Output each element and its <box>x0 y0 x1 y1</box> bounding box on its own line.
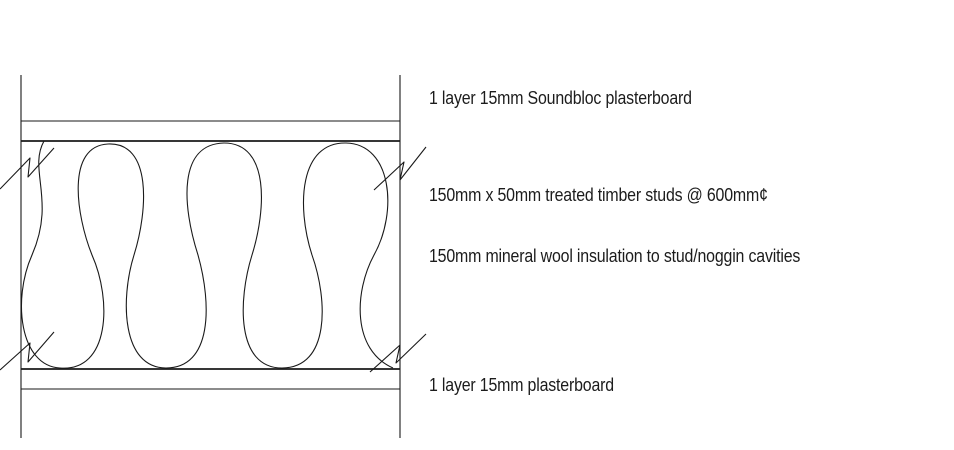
break-symbol-right-top <box>373 146 427 191</box>
break-symbol-left-bottom <box>0 331 55 371</box>
annotation-mineral-wool: 150mm mineral wool insulation to stud/no… <box>429 245 801 266</box>
top-plasterboard-layer <box>21 120 400 142</box>
insulation-batting-curve <box>21 140 394 369</box>
annotation-timber-studs: 150mm x 50mm treated timber studs @ 600m… <box>429 184 768 205</box>
annotation-top-plasterboard: 1 layer 15mm Soundbloc plasterboard <box>429 87 692 108</box>
bottom-plasterboard-layer <box>21 368 400 390</box>
annotation-bottom-plasterboard: 1 layer 15mm plasterboard <box>429 374 614 395</box>
break-symbol-left-top <box>0 147 55 190</box>
break-symbol-right-bottom <box>369 333 427 373</box>
